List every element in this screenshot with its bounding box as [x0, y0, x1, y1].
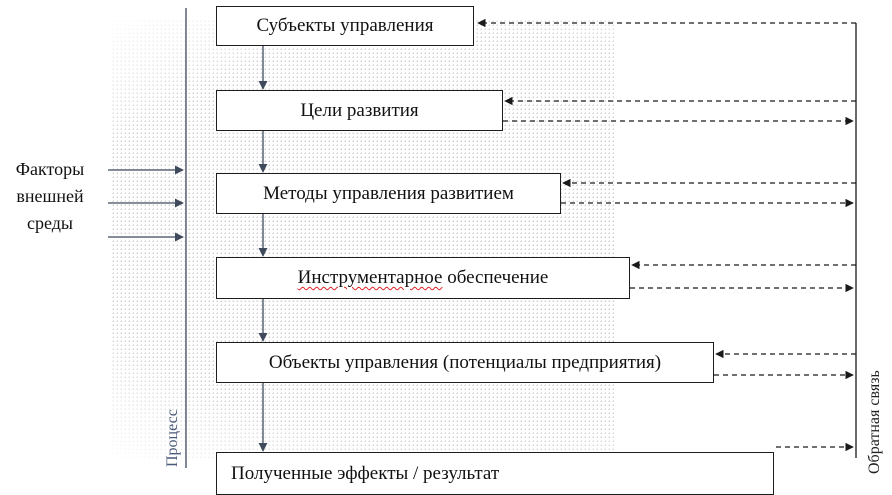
box-subjects: Субъекты управления	[216, 6, 474, 46]
box-label: Цели развития	[300, 99, 419, 121]
box-objects: Объекты управления (потенциалы предприят…	[216, 342, 714, 383]
factors-line: Факторы	[15, 159, 85, 179]
diagram-connectors	[108, 8, 857, 468]
box-label: Методы управления развитием	[263, 182, 514, 204]
box-label: Полученные эффекты / результат	[231, 462, 500, 484]
box-goals: Цели развития	[216, 90, 503, 131]
process-label: Процесс	[164, 409, 181, 467]
spellcheck-word: Инструментарное	[297, 267, 443, 288]
box-results: Полученные эффекты / результат	[216, 452, 774, 495]
box-label: Объекты управления (потенциалы предприят…	[268, 351, 662, 373]
diagram-canvas: Субъекты управления Цели развития Методы…	[0, 6, 883, 495]
box-label: Субъекты управления	[256, 15, 434, 36]
factors-line: внешней	[16, 186, 84, 206]
box-label: Инструментарное обеспечение	[298, 267, 549, 289]
box-tools: Инструментарное обеспечение	[216, 257, 630, 299]
external-factors-label: Факторы внешней среды	[0, 156, 100, 237]
box-methods: Методы управления развитием	[216, 173, 561, 214]
feedback-label: Обратная связь	[866, 370, 883, 474]
factors-line: среды	[27, 213, 73, 233]
box-label-rest: обеспечение	[442, 267, 549, 288]
